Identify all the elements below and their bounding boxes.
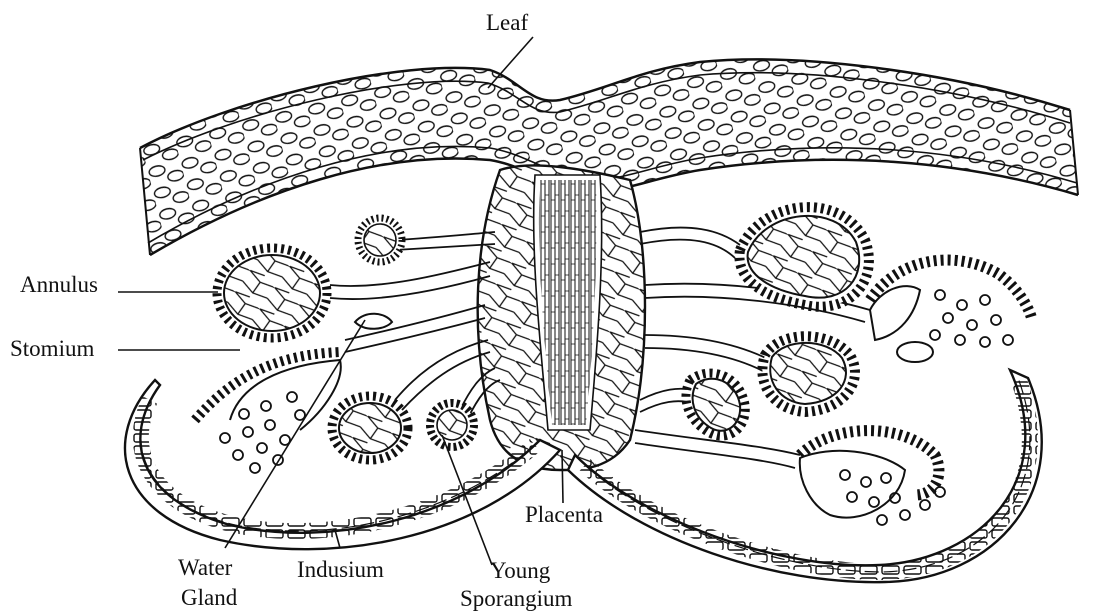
sporangium-right-upper <box>739 207 868 307</box>
label-annulus: Annulus <box>20 272 98 297</box>
sporangium-left-annulus <box>217 248 327 338</box>
sporangium-left-lower <box>332 396 408 460</box>
label-placenta: Placenta <box>525 502 603 527</box>
label-stomium: Stomium <box>10 336 94 361</box>
sporangium-right-small <box>686 373 745 436</box>
label-young-sporangium-line2: Sporangium <box>460 586 573 611</box>
sporangium-left-small <box>358 218 402 262</box>
label-indusium: Indusium <box>297 557 384 582</box>
sporangium-right-open <box>870 260 1032 362</box>
young-sporangium <box>430 403 474 447</box>
label-young-sporangium-line1: Young <box>490 558 551 583</box>
sporangium-left-open <box>195 352 341 473</box>
label-water-gland-line2: Gland <box>181 585 238 610</box>
placenta-column <box>470 160 660 480</box>
label-leaf: Leaf <box>486 10 528 35</box>
label-water-gland-line1: Water <box>178 555 233 580</box>
sporangium-right-middle <box>762 336 855 412</box>
sporangium-right-lower <box>800 431 945 525</box>
